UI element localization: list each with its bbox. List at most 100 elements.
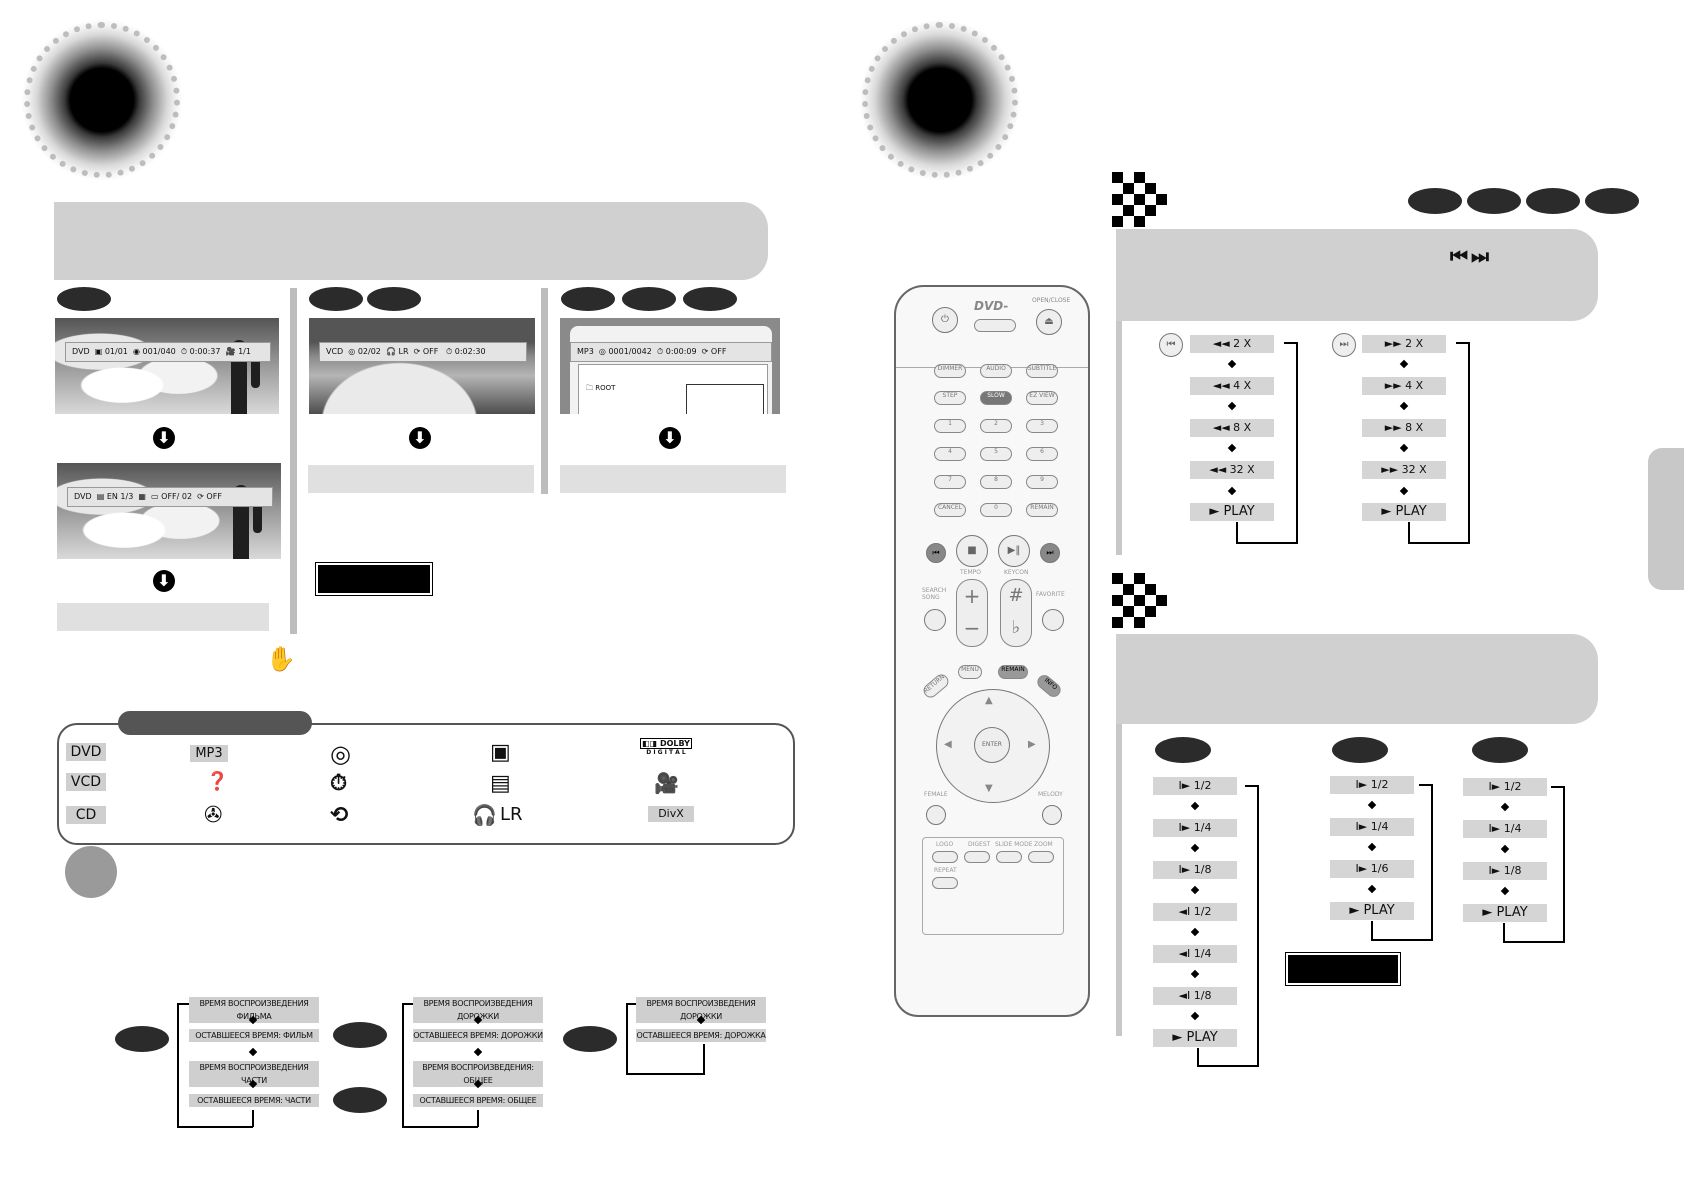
dvd-screen-2: DVD ▤ EN 1/3 ▦ ▭ OFF/ 02 ⟳ OFF [57, 463, 281, 559]
flow-step: ОСТАВШЕЕСЯ ВРЕМЯ: ДОРОЖКИ [413, 1029, 543, 1042]
search-step: ►► 2 X [1362, 335, 1446, 353]
nav-left-icon[interactable]: ◀ [944, 739, 952, 750]
logo-button[interactable] [932, 851, 958, 863]
right-divider [1116, 724, 1122, 1036]
play-pause-button[interactable]: ▶‖ [998, 535, 1030, 567]
audio-lr-label: LR [500, 804, 523, 825]
num-2-button[interactable]: 2 [980, 419, 1012, 433]
search-header-bar [1116, 229, 1598, 321]
eject-button[interactable]: ⏏ [1036, 309, 1062, 335]
slow-disc-pill-1 [1155, 737, 1211, 763]
search-song-label: SEARCH SONG [922, 587, 947, 601]
legend-mp3: MP3 [190, 745, 228, 762]
arrow-down-icon: ⬇ [153, 427, 175, 449]
next-skip-button[interactable]: ⏭ [1040, 543, 1060, 563]
melody-button[interactable] [1042, 805, 1062, 825]
slow-step: ► PLAY [1463, 904, 1547, 922]
note-label-box [1285, 952, 1401, 986]
power-button[interactable]: ⏻ [932, 307, 958, 333]
num-4-button[interactable]: 4 [934, 447, 966, 461]
note-label-box [315, 562, 433, 596]
num-6-button[interactable]: 6 [1026, 447, 1058, 461]
nav-down-icon[interactable]: ▼ [985, 783, 993, 794]
arrow-down-icon: ⬇ [153, 570, 175, 592]
right-disc-pill-2 [1467, 188, 1521, 214]
slow-disc-pill-2 [1332, 737, 1388, 763]
keycon-rocker[interactable]: #♭ [1000, 579, 1032, 647]
slow-button[interactable]: SLOW [980, 391, 1012, 405]
ez-view-button[interactable]: EZ VIEW [1026, 391, 1058, 405]
disc-pill-vcd-1 [309, 287, 363, 311]
flow-step: ОСТАВШЕЕСЯ ВРЕМЯ: ОБЩЕЕ [413, 1094, 543, 1107]
flow-disc-pill-mp3 [563, 1026, 617, 1052]
remain-number-button[interactable]: REMAIN [1026, 503, 1058, 517]
search-step: ◄◄ 8 X [1190, 419, 1274, 437]
slow-step: I► 1/2 [1330, 776, 1414, 794]
repeat-label: REPEAT [934, 867, 957, 874]
digest-button[interactable] [964, 851, 990, 863]
num-3-button[interactable]: 3 [1026, 419, 1058, 433]
search-song-button[interactable] [924, 609, 946, 631]
return-button[interactable]: RETURN [920, 671, 952, 701]
cancel-button[interactable]: CANCEL [934, 503, 966, 517]
search-step: ◄◄ 4 X [1190, 377, 1274, 395]
osd-bar: DVD ▤ EN 1/3 ▦ ▭ OFF/ 02 ⟳ OFF [67, 487, 273, 507]
num-0-button[interactable]: 0 [980, 503, 1012, 517]
track-disc-icon: ◎ [330, 740, 351, 768]
osd-bar: MP3 ◎ 0001/0042 ⏱ 0:00:09 ⟳ OFF [570, 342, 772, 362]
favorite-label: FAVORITE [1036, 591, 1065, 598]
stop-button[interactable]: ■ [956, 535, 988, 567]
dolby-logo: ◧◨ DOLBY D I G I T A L [640, 738, 692, 756]
num-7-button[interactable]: 7 [934, 475, 966, 489]
num-5-button[interactable]: 5 [980, 447, 1012, 461]
prev-skip-button[interactable]: ⏮ [926, 543, 946, 563]
slow-step: I► 1/4 [1153, 819, 1237, 837]
dimmer-button[interactable]: DIMMER [934, 364, 966, 378]
search-step: ►► 4 X [1362, 377, 1446, 395]
step-button[interactable]: STEP [934, 391, 966, 405]
keycon-label: KEYCON [1004, 569, 1029, 576]
female-button[interactable] [926, 805, 946, 825]
nav-right-icon[interactable]: ▶ [1028, 739, 1036, 750]
angle-camera-icon: 🎥 [654, 771, 679, 795]
num-9-button[interactable]: 9 [1026, 475, 1058, 489]
right-disc-pill-1 [1408, 188, 1462, 214]
disc-pill-mp3-1 [561, 287, 615, 311]
headphones-icon: 🎧 [472, 803, 497, 827]
zoom-button[interactable] [1028, 851, 1054, 863]
nav-up-icon[interactable]: ▲ [985, 695, 993, 706]
search-step: ► PLAY [1190, 503, 1274, 521]
enter-button[interactable]: ENTER [974, 727, 1010, 763]
subtitle-button[interactable]: SUBTITLE [1026, 364, 1058, 378]
num-1-button[interactable]: 1 [934, 419, 966, 433]
skip-buttons-icon: ⏮ ⏭ [1450, 244, 1489, 268]
column-divider [290, 288, 297, 634]
menu-button[interactable]: MENU [958, 665, 982, 679]
disc-pill-mp3-2 [622, 287, 676, 311]
rewind-skip-icon: ⏮ [1159, 333, 1183, 357]
chapter-disc-icon: ✇ [204, 803, 223, 828]
hand-note-icon: ✋ [266, 645, 296, 673]
remote-brand-logo: DVD- [974, 299, 1009, 313]
slow-step: I► 1/8 [1463, 862, 1547, 880]
female-label: FEMALE [924, 791, 948, 798]
slow-step: I► 1/2 [1153, 777, 1237, 795]
slow-disc-pill-3 [1472, 737, 1528, 763]
favorite-button[interactable] [1042, 609, 1064, 631]
speaker-logo-right [860, 20, 1020, 180]
search-step: ◄◄ 32 X [1190, 461, 1274, 479]
repeat-button[interactable] [932, 877, 958, 889]
remain-button[interactable]: REMAIN [998, 665, 1028, 679]
legend-disc-vcd: VCD [66, 773, 106, 791]
logo-label: LOGO [936, 841, 954, 848]
subtitle-icon: ▤ [490, 771, 511, 796]
slow-step: ◄I 1/2 [1153, 903, 1237, 921]
audio-button[interactable]: AUDIO [980, 364, 1012, 378]
tempo-rocker[interactable]: +− [956, 579, 988, 647]
num-8-button[interactable]: 8 [980, 475, 1012, 489]
open-close-label: OPEN/CLOSE [1032, 297, 1071, 304]
slide-mode-button[interactable] [996, 851, 1022, 863]
slow-step: I► 1/8 [1153, 861, 1237, 879]
info-button[interactable]: INFO [1034, 672, 1064, 700]
disc-pill-dvd [57, 287, 111, 311]
